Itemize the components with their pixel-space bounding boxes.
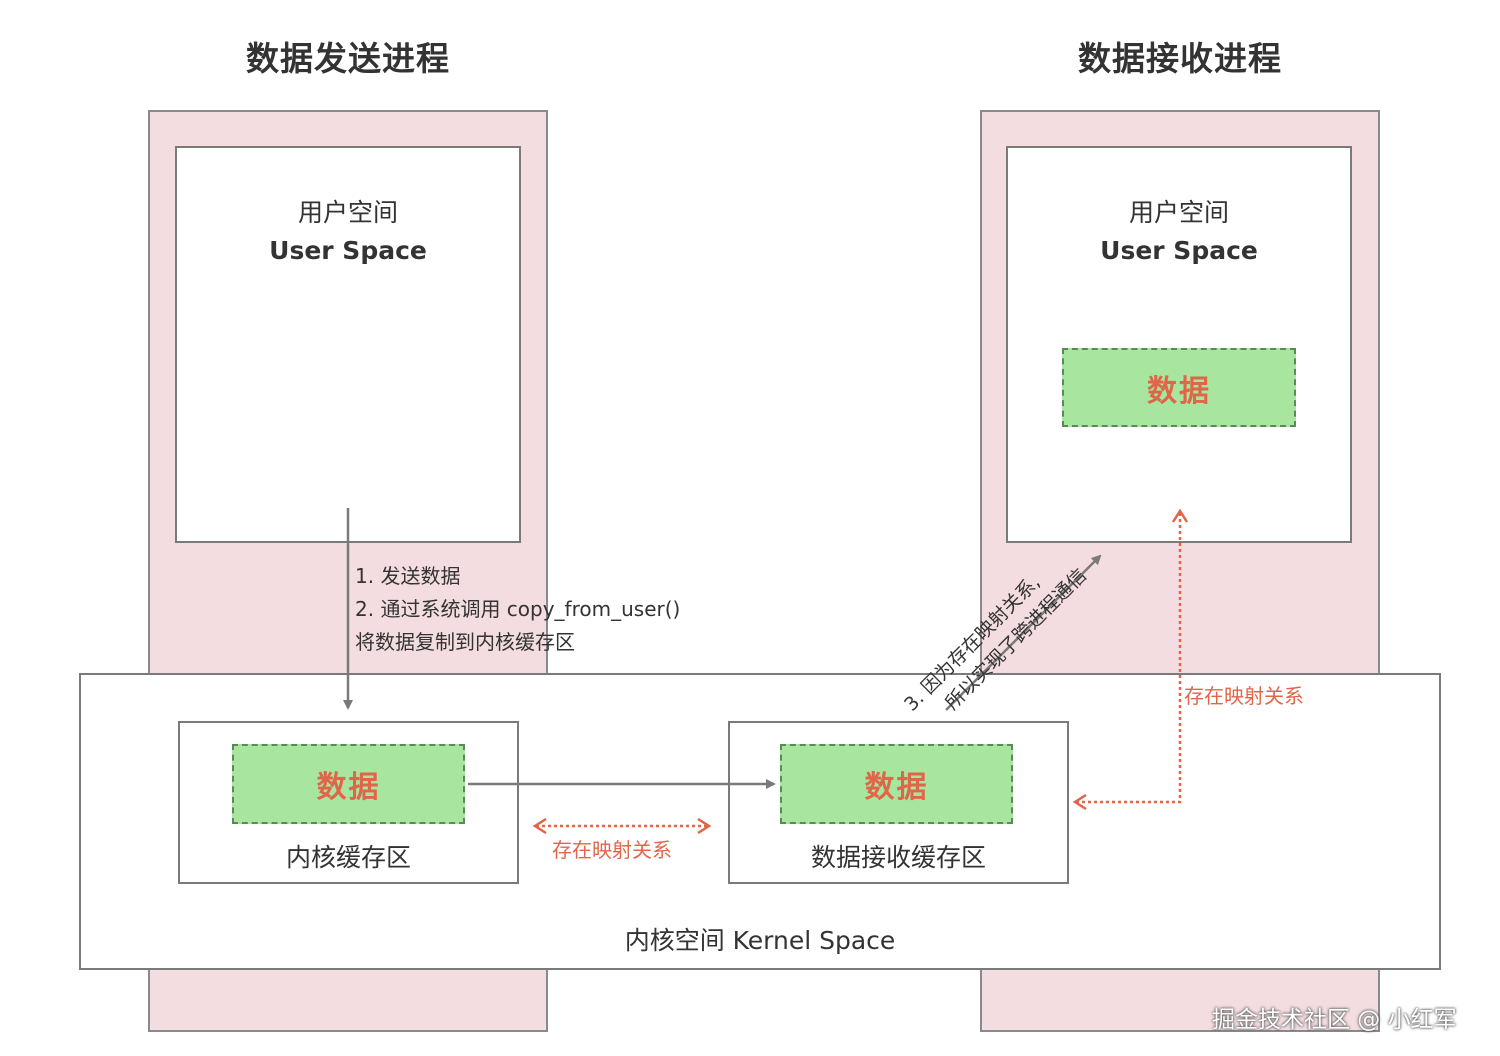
receiver-user-space-cn: 用户空间 (1128, 198, 1229, 227)
step2-text: 2. 通过系统调用 copy_from_user() (355, 597, 681, 621)
mapping-vertical-arrow (1076, 512, 1180, 802)
sender-user-space: 用户空间 User Space (175, 146, 521, 543)
mapping-vertical-label: 存在映射关系 (1184, 684, 1304, 708)
kernel-buffer-data: 数据 (232, 744, 465, 824)
watermark: 掘金技术社区 @ 小红军 (1212, 1007, 1457, 1033)
sender-user-space-en: User Space (269, 236, 427, 265)
sender-title: 数据发送进程 (246, 39, 450, 78)
mapping-horizontal-label: 存在映射关系 (552, 838, 672, 862)
receiver-title: 数据接收进程 (1078, 39, 1282, 78)
receiver-user-space-en: User Space (1100, 236, 1258, 265)
kernel-buffer-label: 内核缓存区 (285, 843, 411, 872)
kernel-space-label: 内核空间 Kernel Space (624, 926, 896, 955)
step1-text: 1. 发送数据 (355, 564, 461, 588)
sender-user-space-cn: 用户空间 (297, 198, 398, 227)
receiver-user-data: 数据 (1062, 348, 1296, 427)
step2b-text: 将数据复制到内核缓存区 (355, 630, 575, 654)
receive-buffer-label: 数据接收缓存区 (810, 843, 986, 872)
receive-buffer-data: 数据 (780, 744, 1013, 824)
